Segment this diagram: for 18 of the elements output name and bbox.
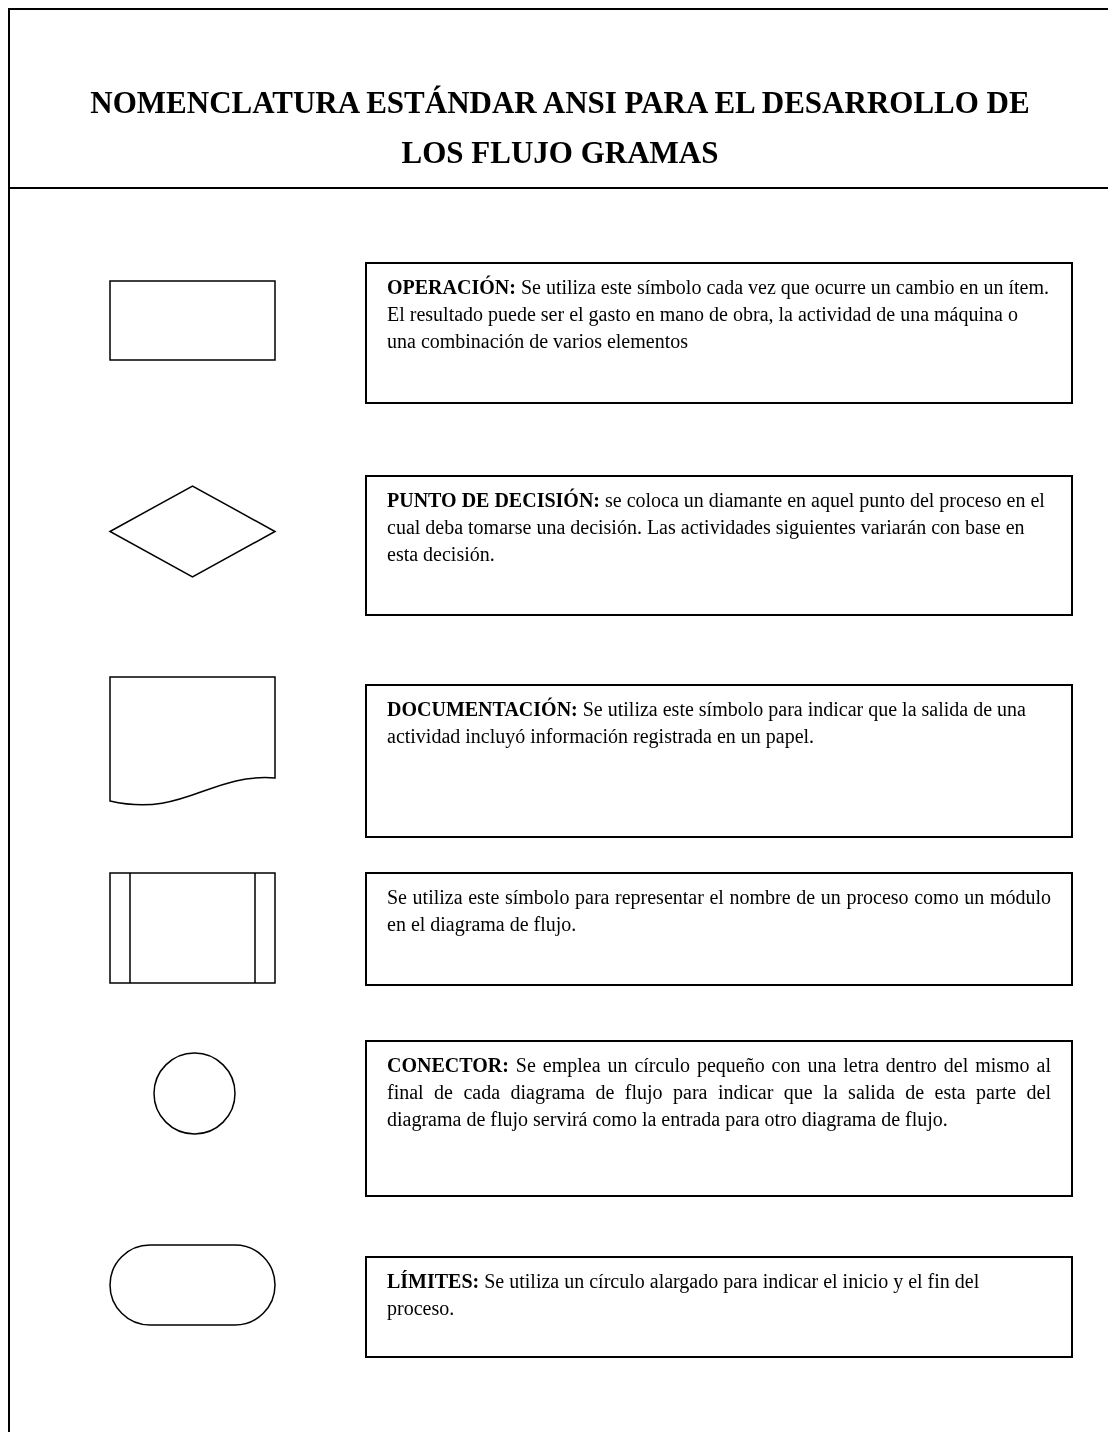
- description-box: [365, 684, 1073, 838]
- description-text: DOCUMENTACIÓN: Se utiliza este símbolo para indicar que la salida de una actividad incluyó información registrada en un papel.: [387, 696, 1027, 750]
- description-box: [365, 262, 1073, 404]
- circle-symbol: [153, 1052, 236, 1135]
- rectangle-symbol: [109, 280, 276, 361]
- description-box: [365, 475, 1073, 616]
- description-text: CONECTOR: Se emplea un círculo pequeño con una letra dentro del mismo al final de cada diagrama de flujo para indicar que la salida de esta parte del diagrama de flujo servirá como la entrada para otro diagrama de flujo.: [387, 1053, 1051, 1133]
- title-heading: NOMENCLATURA ESTÁNDAR ANSI PARA EL DESARROLLO DE LOS FLUJO GRAMAS: [89, 84, 1031, 172]
- description-box: [365, 872, 1073, 986]
- terminator-symbol: [109, 1244, 276, 1326]
- description-box: [365, 1256, 1073, 1358]
- diamond-symbol: [109, 485, 276, 578]
- predefined-process-symbol: [109, 872, 276, 984]
- description-text: Se utiliza este símbolo para representar el nombre de un proceso como un módulo en el diagrama de flujo.: [387, 885, 1051, 938]
- description-box: [365, 1040, 1073, 1197]
- description-text: OPERACIÓN: Se utiliza este símbolo cada vez que ocurre un cambio en un ítem. El resultado puede ser el gasto en mano de obra, la actividad de una máquina o una combinación de varios elementos: [387, 274, 1051, 354]
- description-text: LÍMITES: Se utiliza un círculo alargado para indicar el inicio y el fin del proceso.: [387, 1269, 981, 1322]
- description-text: PUNTO DE DECISIÓN: se coloca un diamante en aquel punto del proceso en el cual deba tomarse una decisión. Las actividades siguientes variarán con base en esta decisión.: [387, 487, 1046, 567]
